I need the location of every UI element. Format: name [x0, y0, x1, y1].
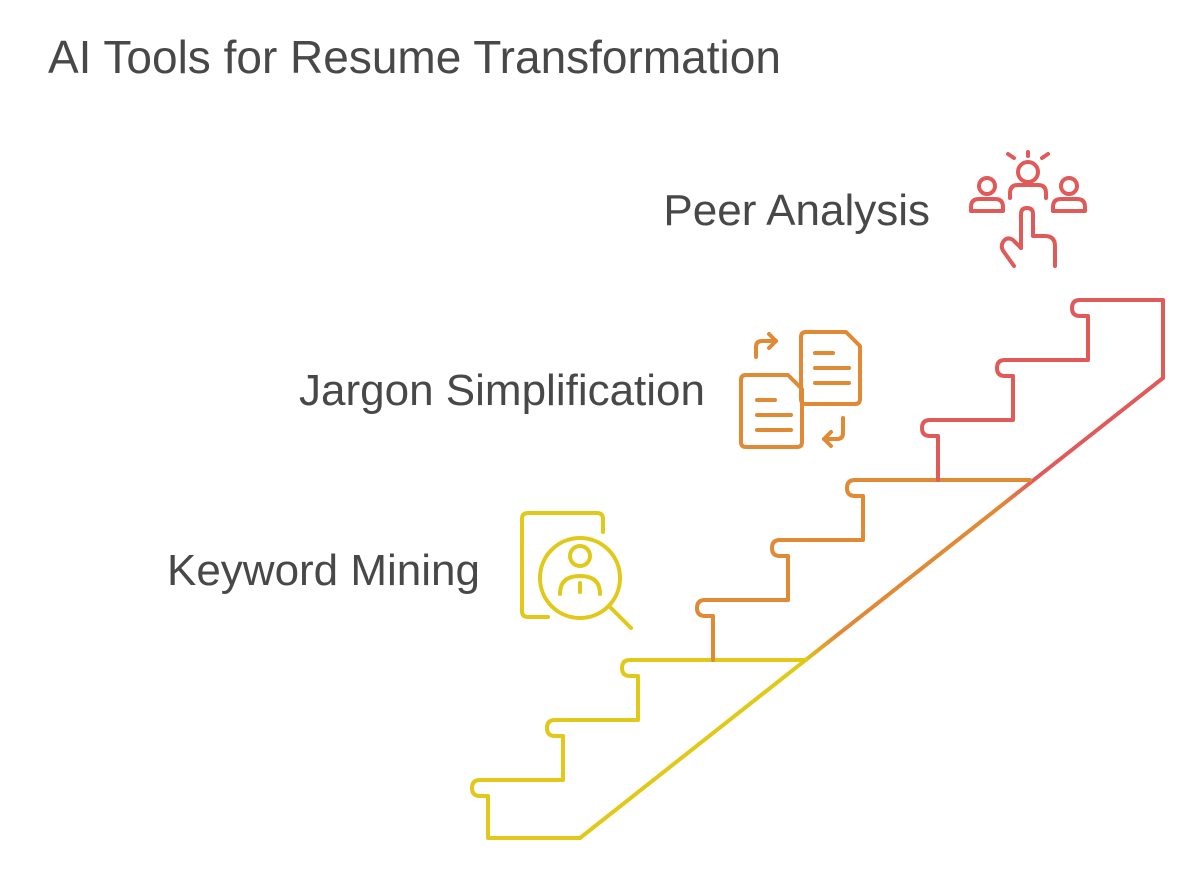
stairs-keyword-mining [470, 658, 808, 840]
stairs-jargon-simplification [695, 478, 1032, 662]
person-magnifier-icon [520, 511, 633, 630]
stairs-peer-analysis [920, 298, 1165, 482]
step-label-peer-analysis: Peer Analysis [663, 186, 930, 235]
staircase-stringer [578, 376, 1165, 840]
step-label-keyword-mining: Keyword Mining [166, 546, 480, 595]
diagram-title: AI Tools for Resume Transformation [48, 31, 781, 83]
team-select-icon [969, 150, 1087, 268]
step-label-jargon-simplification: Jargon Simplification [299, 366, 705, 415]
document-swap-icon [739, 330, 862, 449]
